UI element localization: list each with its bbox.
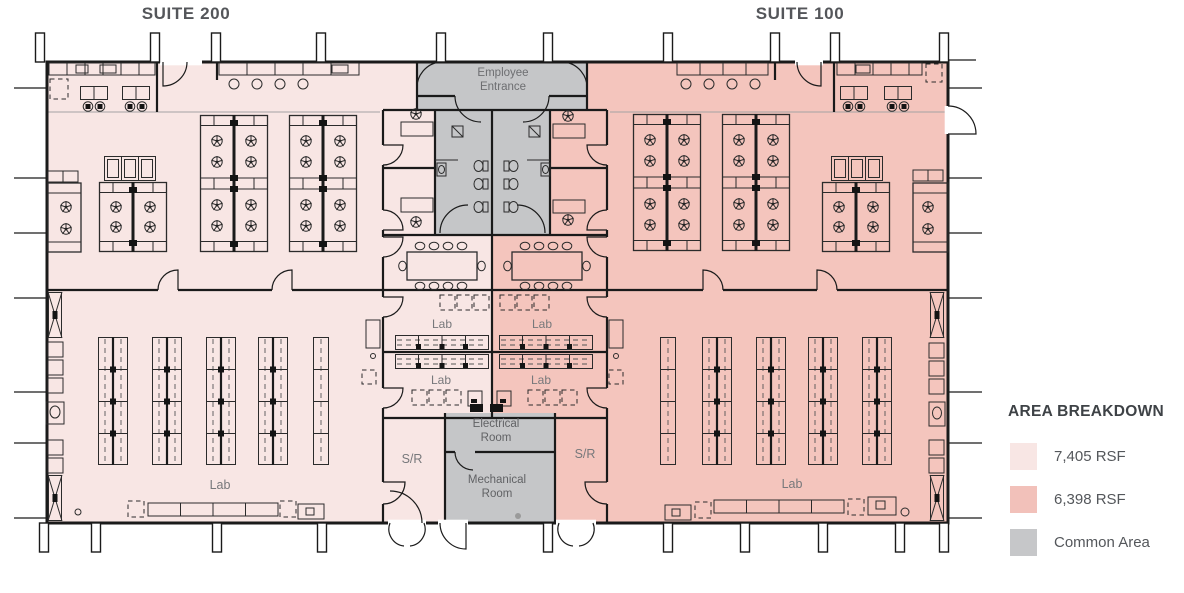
room-label-lab-small-3: Lab [430, 373, 452, 387]
suite-200-title: SUITE 200 [141, 4, 231, 23]
room-label-employee-entrance: Employee Entrance [477, 67, 529, 93]
room-label-mechanical: Mechanical Room [467, 474, 527, 500]
legend-swatch-common [1010, 529, 1037, 556]
legend-item-suite100: 6,398 RSF [1010, 486, 1126, 513]
legend-label-suite100: 6,398 RSF [1054, 491, 1126, 508]
common-area-vestibule [417, 62, 587, 110]
legend-item-suite200: 7,405 RSF [1010, 443, 1126, 470]
restroom-core [435, 125, 551, 213]
suite-100-title: SUITE 100 [755, 4, 845, 23]
room-label-lab-large-right: Lab [781, 477, 803, 491]
room-label-sr-right: S/R [574, 447, 596, 461]
legend-title: AREA BREAKDOWN [1008, 403, 1165, 420]
legend-label-common: Common Area [1054, 534, 1150, 551]
area-breakdown-legend: AREA BREAKDOWN 7,405 RSF 6,398 RSF Commo… [1008, 403, 1184, 563]
room-label-electrical: Electrical Room [472, 418, 520, 444]
legend-swatch-suite100 [1010, 486, 1037, 513]
suite-100-area [492, 62, 948, 523]
large-lab-right [659, 291, 946, 522]
legend-label-suite200: 7,405 RSF [1054, 448, 1126, 465]
private-offices [400, 107, 586, 228]
legend-item-common: Common Area [1010, 529, 1150, 556]
utility-rooms [470, 404, 521, 519]
room-label-lab-small-1: Lab [431, 317, 453, 331]
common-area-utility [445, 413, 555, 523]
small-labs [361, 294, 624, 407]
suite-100-furniture [633, 62, 949, 252]
room-label-lab-large-left: Lab [209, 478, 231, 492]
room-label-lab-small-2: Lab [531, 317, 553, 331]
walls [45, 58, 952, 527]
suite-200-furniture [47, 62, 360, 252]
suite-200-area [47, 62, 492, 523]
legend-swatch-suite200 [1010, 443, 1037, 470]
room-label-sr-left: S/R [401, 452, 423, 466]
door-swings [157, 61, 977, 550]
area-fills [47, 62, 948, 523]
door-openings [160, 58, 952, 527]
room-label-lab-small-4: Lab [530, 373, 552, 387]
large-lab-left [45, 291, 330, 522]
perimeter-columns [14, 32, 982, 553]
